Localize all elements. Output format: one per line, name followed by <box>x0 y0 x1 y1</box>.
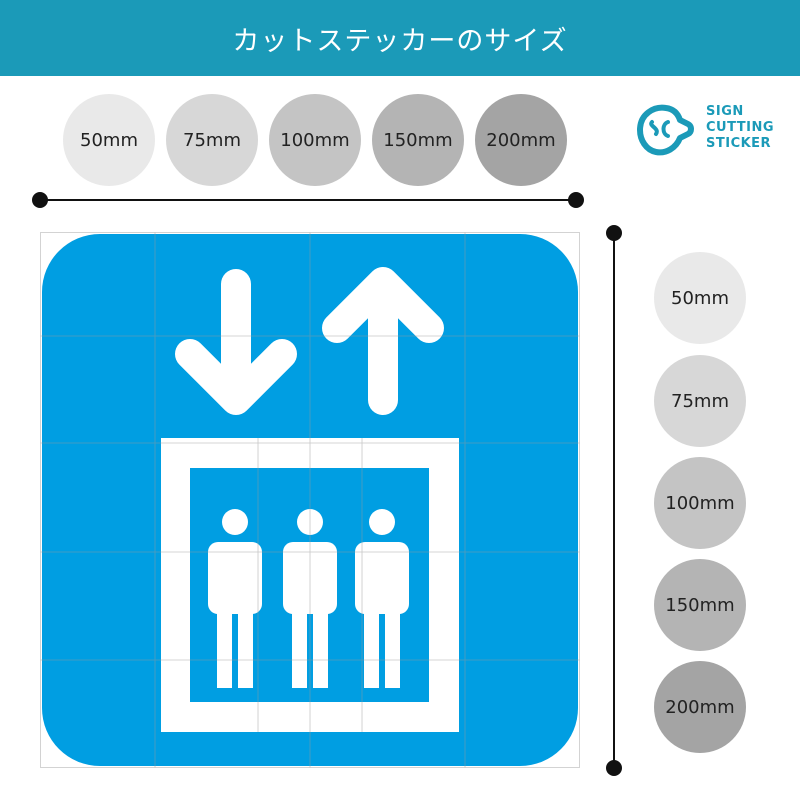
size-label: 150mm <box>383 129 453 151</box>
brand-logo: SIGN CUTTING STICKER <box>632 100 792 160</box>
size-circle-top-200: 200mm <box>475 94 567 186</box>
logo-line-3: STICKER <box>706 136 772 151</box>
logo-line-1: SIGN <box>706 104 744 119</box>
size-label: 75mm <box>183 129 241 151</box>
up-arrow-icon <box>322 267 444 415</box>
size-circle-top-75: 75mm <box>166 94 258 186</box>
passenger-group <box>208 509 409 688</box>
person-icon <box>208 509 262 688</box>
size-label: 200mm <box>486 129 556 151</box>
elevator-sticker <box>40 232 580 768</box>
logo-wordmark: SIGN CUTTING STICKER <box>706 104 774 152</box>
size-circle-right-75: 75mm <box>654 355 746 447</box>
size-label: 200mm <box>665 696 735 718</box>
size-circle-top-100: 100mm <box>269 94 361 186</box>
down-arrow-icon <box>175 269 297 415</box>
height-dimension-start-dot <box>606 225 622 241</box>
person-icon <box>355 509 409 688</box>
size-label: 100mm <box>665 492 735 514</box>
arrows <box>175 267 444 415</box>
size-circle-right-150: 150mm <box>654 559 746 651</box>
width-dimension-end-dot <box>568 192 584 208</box>
logo-line-2: CUTTING <box>706 120 775 135</box>
size-label: 50mm <box>80 129 138 151</box>
header-bar: カットステッカーのサイズ <box>0 0 800 76</box>
elevator-icon <box>161 438 459 732</box>
size-circle-right-50: 50mm <box>654 252 746 344</box>
width-dimension-start-dot <box>32 192 48 208</box>
size-label: 150mm <box>665 594 735 616</box>
size-label: 75mm <box>671 390 729 412</box>
size-circle-right-200: 200mm <box>654 661 746 753</box>
size-circle-top-150: 150mm <box>372 94 464 186</box>
page-title: カットステッカーのサイズ <box>232 25 568 57</box>
elevator-frame <box>161 438 459 732</box>
size-circle-top-50: 50mm <box>63 94 155 186</box>
size-label: 50mm <box>671 287 729 309</box>
size-label: 100mm <box>280 129 350 151</box>
cut-grid <box>40 232 580 768</box>
size-circle-right-100: 100mm <box>654 457 746 549</box>
sign-cutting-sticker-logo-icon <box>637 104 694 156</box>
height-dimension-end-dot <box>606 760 622 776</box>
